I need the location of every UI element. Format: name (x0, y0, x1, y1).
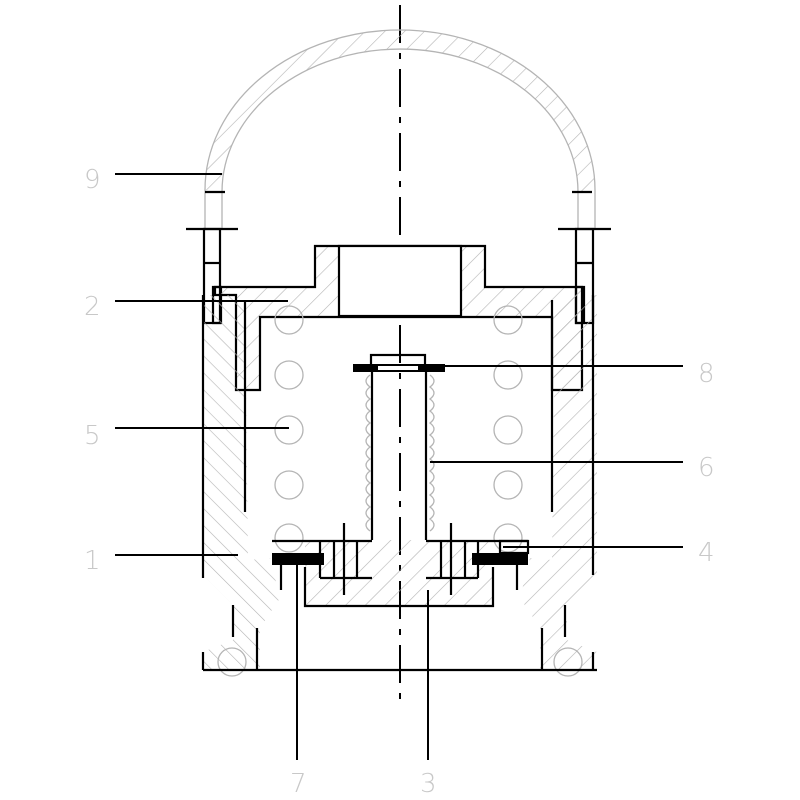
spring (365, 374, 435, 532)
part-label-3: 3 (420, 769, 437, 799)
part-label-7: 7 (290, 769, 307, 799)
seal-left (272, 553, 324, 590)
seal-right (472, 539, 530, 590)
part-label-6: 6 (698, 453, 715, 483)
part-label-9: 9 (84, 165, 101, 195)
valve-disc (272, 523, 528, 608)
leader-lines (115, 173, 683, 760)
spring-retainer (353, 364, 445, 372)
part-label-8: 8 (698, 359, 715, 389)
valve-stem (369, 353, 428, 540)
hole-column-right (493, 305, 523, 553)
part-label-5: 5 (84, 421, 101, 451)
part-label-2: 2 (84, 292, 101, 322)
part-label-1: 1 (84, 546, 101, 576)
dome-cover (204, 29, 596, 228)
body-right (520, 295, 597, 677)
part-label-4: 4 (698, 538, 715, 568)
body-left (201, 295, 280, 677)
hole-column-left (274, 305, 304, 553)
